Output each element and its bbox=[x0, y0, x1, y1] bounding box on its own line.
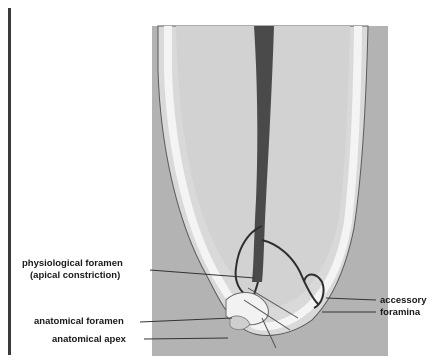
left-border bbox=[8, 8, 11, 355]
label-physiological-foramen: physiological foramen bbox=[22, 258, 123, 269]
label-apical-constriction: (apical constriction) bbox=[30, 270, 120, 281]
label-anatomical-foramen: anatomical foramen bbox=[34, 316, 124, 327]
label-accessory: accessory bbox=[380, 295, 427, 306]
label-anatomical-apex: anatomical apex bbox=[52, 334, 127, 345]
label-foramina: foramina bbox=[380, 307, 421, 318]
